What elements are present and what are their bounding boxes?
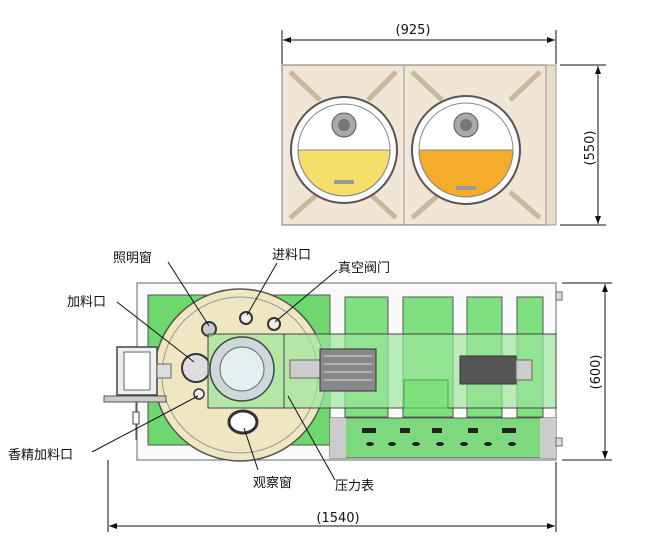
height-dimension: (550) xyxy=(583,131,598,166)
tank-left xyxy=(290,96,398,204)
label-vacuum-valve: 真空阀门 xyxy=(338,261,390,276)
label-sight-glass: 观察窗 xyxy=(253,475,292,491)
plan-view: (1540) (600) 照明窗 进料口 真空阀门 加料口 香精加料口 观察窗 … xyxy=(8,248,612,532)
top-view: (925) (550) xyxy=(281,23,606,226)
gear-motor-left xyxy=(103,346,172,440)
label-flavor-port: 香精加料口 xyxy=(8,448,73,463)
label-lighting-window: 照明窗 xyxy=(113,250,152,266)
length-dimension: (1540) xyxy=(316,511,359,526)
label-pressure-gauge: 压力表 xyxy=(335,479,374,494)
label-feed-inlet: 进料口 xyxy=(272,248,311,263)
control-panel xyxy=(329,417,557,459)
width-dimension: (925) xyxy=(396,23,431,38)
label-charging-port: 加料口 xyxy=(67,295,106,310)
main-motor xyxy=(209,336,533,409)
depth-dimension: (600) xyxy=(589,355,604,390)
tank-right xyxy=(411,95,521,205)
